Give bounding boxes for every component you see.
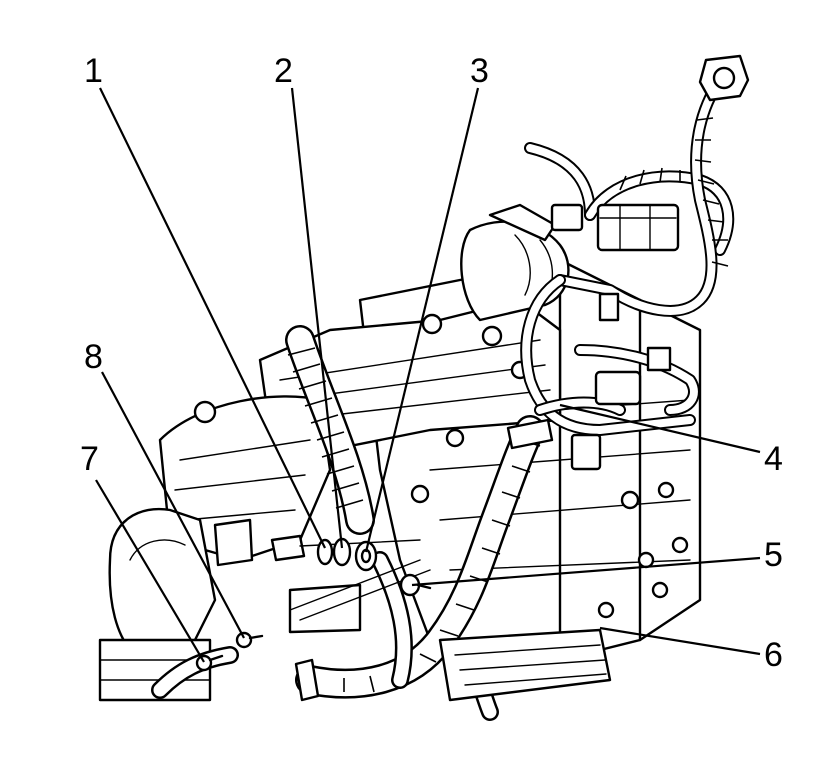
callout-2: 2 bbox=[274, 52, 293, 90]
corrugated-hose bbox=[285, 325, 375, 535]
callout-4: 4 bbox=[764, 440, 783, 478]
leader-6 bbox=[599, 626, 761, 656]
callout-labels: 1 2 3 4 5 6 7 8 bbox=[80, 52, 783, 674]
bolt-part-8 bbox=[235, 631, 264, 649]
leader-3 bbox=[364, 87, 480, 553]
leader-2 bbox=[290, 87, 344, 549]
callout-8: 8 bbox=[84, 338, 103, 376]
callout-7: 7 bbox=[80, 440, 99, 478]
callout-5: 5 bbox=[764, 536, 783, 574]
washer-part-1 bbox=[316, 538, 334, 566]
callout-3: 3 bbox=[470, 52, 489, 90]
callout-6: 6 bbox=[764, 636, 783, 674]
bolt-part-7 bbox=[195, 654, 224, 672]
callout-leaders bbox=[95, 87, 761, 663]
lower-bracket bbox=[288, 583, 612, 702]
callout-1: 1 bbox=[84, 52, 103, 90]
leader-4 bbox=[559, 403, 761, 454]
leader-1 bbox=[99, 87, 326, 549]
wiring-harness bbox=[520, 54, 750, 471]
intake-manifold bbox=[158, 395, 332, 567]
leader-5 bbox=[411, 556, 761, 587]
leader-7 bbox=[95, 479, 205, 663]
leader-8 bbox=[101, 371, 245, 639]
